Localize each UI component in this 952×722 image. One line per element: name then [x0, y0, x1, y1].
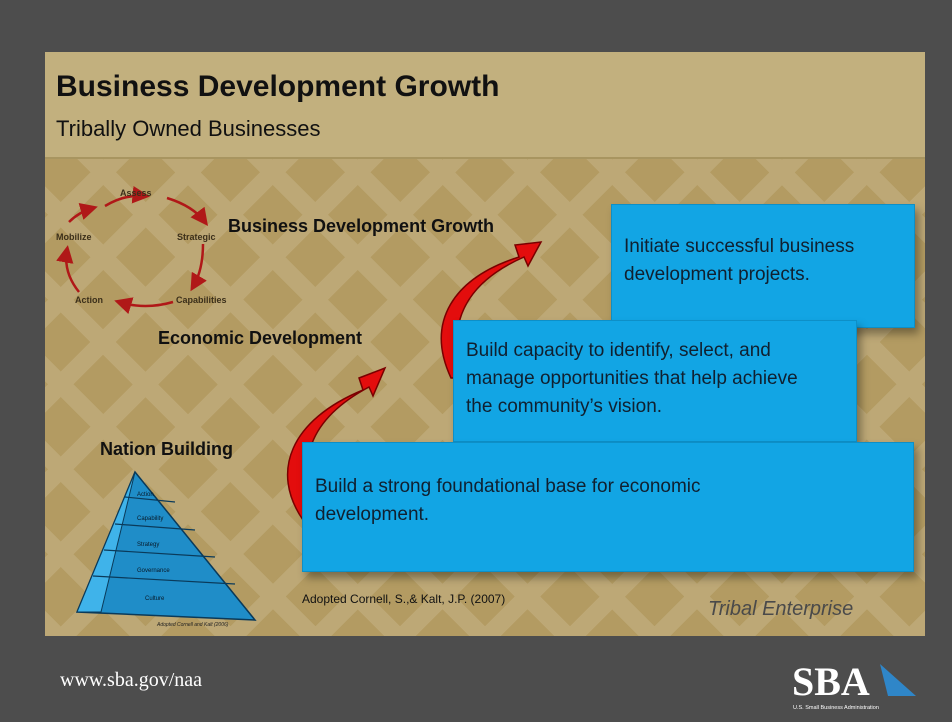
pyramid-level: Action: [137, 492, 154, 498]
cycle-item-mobilize: Mobilize: [56, 232, 92, 242]
citation: Adopted Cornell, S.,& Kalt, J.P. (2007): [302, 592, 506, 606]
stage-label-nation-building: Nation Building: [100, 439, 233, 459]
cycle-arrow: [104, 186, 150, 208]
tribal-enterprise-tag: Tribal Enterprise: [708, 598, 854, 620]
box-text-line: Build capacity to identify, select, and: [466, 340, 771, 361]
slide: Business Development Growth Tribally Own…: [45, 52, 925, 636]
pyramid-divider: [103, 549, 216, 558]
cycle-arrow: [68, 203, 98, 223]
pyramid-caption: Adopted Cornell and Kalt (2006): [156, 622, 229, 628]
box-text-line: development.: [315, 504, 430, 525]
pyramid-divider: [114, 523, 196, 531]
box-economic-development: Build capacity to identify, select, and …: [453, 320, 857, 442]
slide-title: Business Development Growth: [56, 70, 500, 103]
box-text-line: manage opportunities that help achieve: [466, 368, 798, 389]
cycle-item-capabilities: Capabilities: [176, 295, 227, 305]
box-text-line: Build a strong foundational base for eco…: [315, 476, 701, 497]
sba-logo-text: SBA: [792, 659, 870, 704]
cycle-item-action: Action: [75, 295, 103, 305]
title-band: Business Development Growth Tribally Own…: [45, 52, 925, 159]
cycle-arrow: [190, 243, 207, 292]
stage-label-economic-development: Economic Development: [158, 328, 363, 348]
pyramid-level: Capability: [137, 516, 163, 522]
box-text-line: development projects.: [624, 264, 810, 285]
pyramid-level: Governance: [137, 568, 170, 574]
pyramid-level: Culture: [145, 596, 165, 602]
pyramid-level: Strategy: [137, 542, 159, 548]
footer-url: www.sba.gov/naa: [60, 669, 203, 691]
nation-building-pyramid: Action Capability Strategy Governance Cu…: [75, 470, 257, 628]
pyramid-divider: [124, 496, 176, 503]
cycle-item-strategic: Strategic: [177, 232, 216, 242]
sba-logo-shape: [880, 664, 916, 696]
cycle-arrow: [56, 245, 80, 293]
box-text-line: the community’s vision.: [466, 396, 663, 417]
box-nation-building: Build a strong foundational base for eco…: [302, 442, 914, 572]
pyramid-face: [76, 471, 136, 613]
slide-subtitle: Tribally Owned Businesses: [56, 116, 321, 141]
cycle-arrow: [114, 297, 174, 315]
sba-logo: SBA U.S. Small Business Administration: [792, 659, 916, 711]
sba-logo-subtext: U.S. Small Business Administration: [793, 705, 879, 711]
box-business-development: Initiate successful business development…: [611, 204, 915, 328]
stage-label-business-development-growth: Business Development Growth: [228, 216, 495, 236]
cycle-diagram: [56, 186, 209, 315]
cycle-arrow: [166, 196, 209, 226]
box-text-line: Initiate successful business: [624, 236, 855, 257]
pyramid-divider: [92, 575, 236, 585]
cycle-item-assess: Assess: [120, 188, 152, 198]
